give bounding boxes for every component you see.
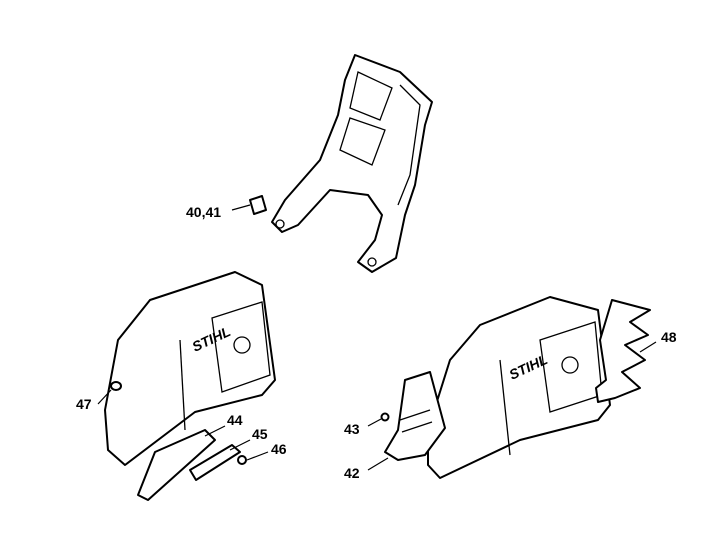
chain-catcher-42 bbox=[384, 371, 446, 461]
label-48: 48 bbox=[661, 329, 677, 345]
label-42: 42 bbox=[344, 465, 360, 481]
screw-40-41 bbox=[249, 195, 267, 215]
plug-47 bbox=[110, 381, 122, 391]
label-45: 45 bbox=[252, 426, 268, 442]
label-40-41: 40,41 bbox=[186, 204, 221, 220]
label-46: 46 bbox=[271, 441, 287, 457]
label-43: 43 bbox=[344, 421, 360, 437]
sprocket-cover-right: STIHL bbox=[427, 296, 611, 479]
label-47: 47 bbox=[76, 396, 92, 412]
screw-43 bbox=[380, 412, 390, 422]
screw-46 bbox=[237, 455, 247, 465]
plate-45 bbox=[189, 444, 241, 481]
plate-44 bbox=[137, 429, 216, 501]
spiked-bumper-48 bbox=[595, 299, 651, 403]
hand-guard bbox=[271, 54, 433, 273]
label-44: 44 bbox=[227, 412, 243, 428]
sprocket-cover-left: STIHL bbox=[104, 271, 276, 466]
